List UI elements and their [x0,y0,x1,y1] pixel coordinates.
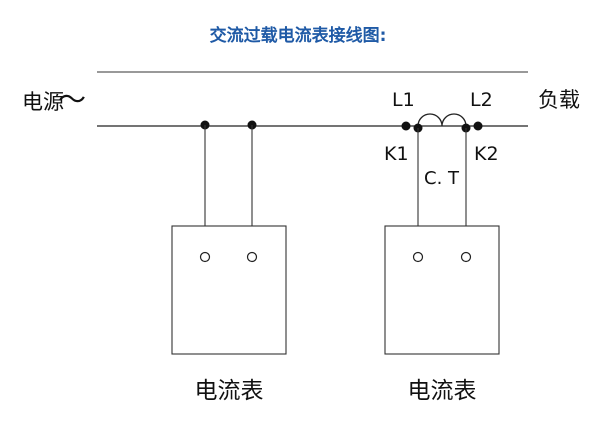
source-label: 电源 [22,90,64,114]
ammeter-box-2 [384,225,500,355]
ct-l2-label: L2 [470,89,493,111]
terminal [199,251,211,263]
ct-k2-label: K2 [474,143,499,165]
terminal [412,251,424,263]
ammeter-box-1 [171,225,287,355]
ct-coil-icon [417,113,467,127]
ct-label: C. T [424,168,460,189]
junction-node [473,121,483,131]
ct-k1-label: K1 [384,143,409,165]
ac-symbol: ～ [58,83,86,116]
terminal [246,251,258,263]
ammeter-label-2: 电流表 [408,378,477,404]
ct-l1-label: L1 [392,89,415,111]
diagram-title: 交流过载电流表接线图: [210,25,387,46]
terminal [460,251,472,263]
load-label: 负载 [538,88,580,112]
ammeter-label-1: 电流表 [195,378,264,404]
junction-node [401,121,411,131]
